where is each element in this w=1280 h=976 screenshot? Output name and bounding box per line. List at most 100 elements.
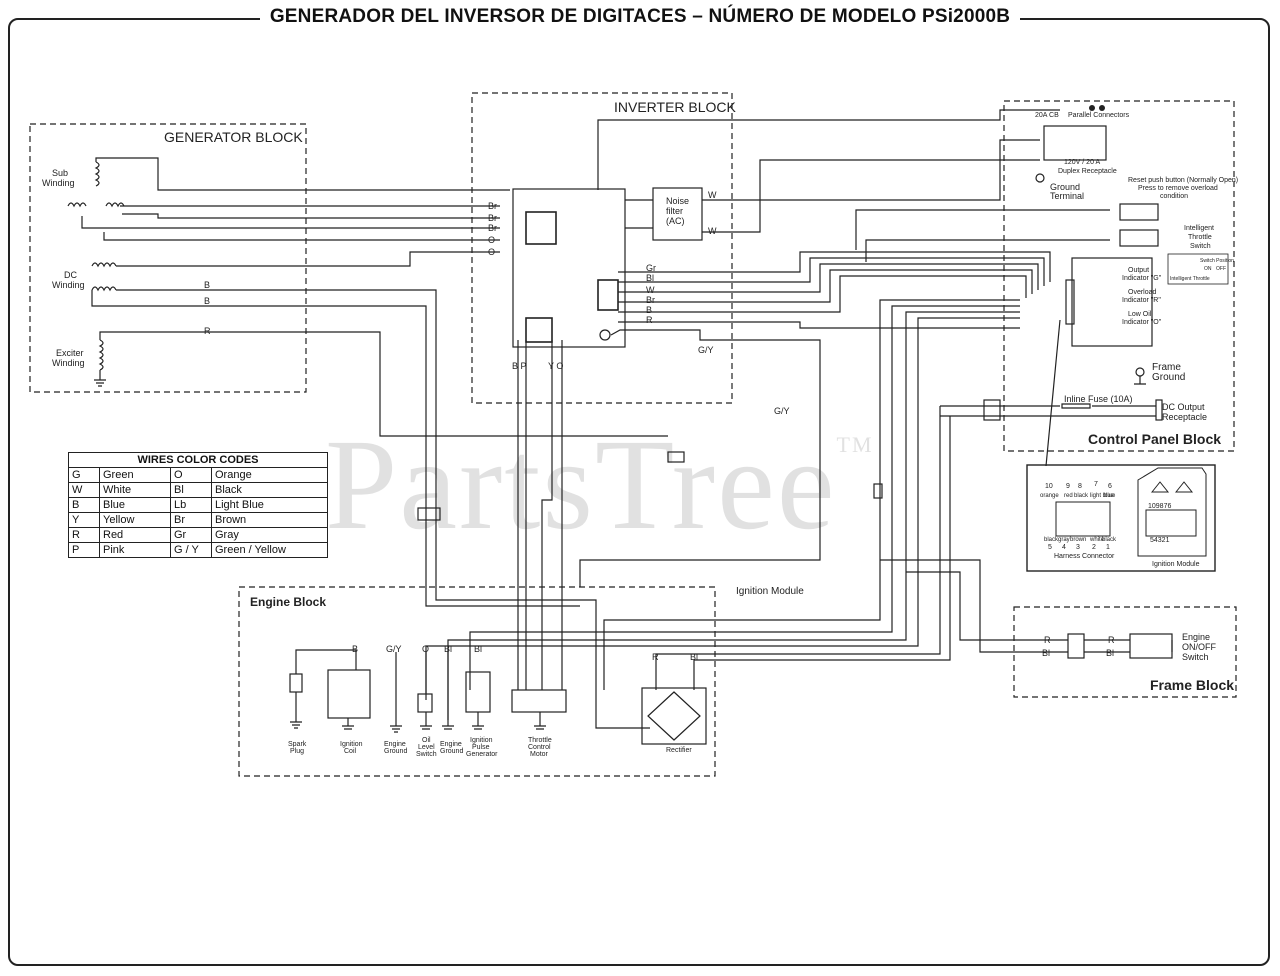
ground-terminal [1035,173,1045,183]
pulse-generator-label-1: Ignition [470,737,493,744]
wire-w [618,263,1039,293]
switch-on-label: OFF [1216,266,1226,272]
wire-code: Gr [170,527,212,543]
wire-y-down [541,340,553,690]
ignition-coil-label-1: Ignition [340,741,363,748]
wire-frame-bl [880,559,1068,653]
harness-top-col-4: light blue [1090,493,1115,499]
wire-label-r: R [646,315,653,325]
watermark-text: PartsTree [325,413,837,557]
exciter-winding-label-1: Exciter [56,348,84,358]
ignition-coil-lines [342,650,357,730]
harness-top-num-3: 8 [1078,483,1082,490]
rectifier-box [641,687,707,745]
inline-connector-gy [873,483,883,499]
wire-o-1 [103,232,500,241]
wire-code: R [68,527,100,543]
wire-label-br2: Br [488,213,497,223]
indicator-panel [1071,257,1153,347]
engine-switch-label-1: Engine [1182,632,1210,642]
pulse-generator-lines [472,712,484,730]
engine-switch-label-2: ON/OFF [1182,642,1216,652]
wire-label-gr: Gr [646,263,656,273]
engine-wire-bl2: Bl [474,644,482,654]
engine-ground-2-label-1: Engine [440,741,462,748]
wire-color: Green [99,467,171,483]
ignition-module-nums-bot: 54321 [1150,537,1170,544]
wire-label-br: Br [646,295,655,305]
harness-top-num-1: 10 [1045,483,1053,490]
engine-switch-label-3: Switch [1182,652,1209,662]
engine-block-outline [238,586,716,777]
throttle-motor-box [511,689,567,713]
harness-bot-num-3: 3 [1076,544,1080,551]
watermark-tm: TM [836,432,874,457]
wire-color: Pink [99,542,171,558]
frame-switch-wires [1084,639,1173,653]
harness-bot-col-2: gray [1058,537,1070,543]
harness-top-col-2: red [1064,493,1073,499]
oil-switch-label-2: Level [418,744,435,751]
throttle-motor-label-2: Control [528,744,551,751]
wire-b-2 [91,290,580,607]
oil-switch-label-3: Switch [416,751,437,758]
wire-label-br3: Br [488,223,497,233]
panel-harness-plug [1065,279,1075,325]
throttle-switch-label-3: Switch [1190,243,1211,250]
frame-wire-bl1: Bl [1042,648,1050,658]
harness-bot-num-4: 2 [1092,544,1096,551]
inverter-board [512,188,626,348]
pulse-generator-label-2: Pulse [472,744,490,751]
sub-winding-label-2: Winding [42,178,75,188]
switch-off-label: ON [1204,266,1212,272]
ignition-module-label: Ignition Module [736,586,804,597]
wire-frame-r [906,571,1068,641]
sub-winding-label-1: Sub [52,168,68,178]
harness-bot-col-3: brown [1070,537,1086,543]
wire-br-3 [81,216,500,229]
harness-bot-num-2: 4 [1062,544,1066,551]
overload-indicator-label-1: Overload [1128,289,1157,296]
inverter-connector-2 [597,279,619,311]
engine-ground-2-label-2: Ground [440,748,463,755]
reset-label-2: Press to remove overload [1138,185,1218,192]
duplex-label-2: Duplex Receptacle [1058,168,1117,175]
wire-code-row: R Red Gr Gray [68,527,328,543]
wire-r-1 [99,331,668,437]
wire-color: Light Blue [211,497,328,513]
wire-code: O [170,467,212,483]
dc-connector [983,399,1001,421]
harness-top-col-1: orange [1040,493,1059,499]
exciter-winding-coil [94,339,106,387]
control-panel-block-title: Control Panel Block [1088,431,1221,447]
oil-switch-label-1: Oil [422,737,431,744]
wire-label-o2: O [488,247,495,257]
wire-bus-5 [655,406,941,690]
inverter-connector-3 [525,317,553,343]
wire-label-b: B [646,305,652,315]
ignition-coil-box [327,669,371,719]
ground-terminal-label-2: Terminal [1050,191,1084,201]
wire-bus-3 [447,311,1020,720]
wire-label-yo: Y O [548,361,563,371]
wire-label-br1: Br [488,201,497,211]
wire-label-gy1: G/Y [698,345,714,355]
wire-code: W [68,482,100,498]
wire-color: Yellow [99,512,171,528]
spark-plug-label-1: Spark [288,741,307,748]
harness-bot-col-1: black [1044,537,1059,543]
wire-gr [618,251,1051,282]
wire-code: Y [68,512,100,528]
low-oil-indicator-label-1: Low Oil [1128,311,1152,318]
noise-filter-label-2: filter [666,206,683,216]
inverter-block-title: INVERTER BLOCK [614,99,737,115]
wire-label-b2: B [204,296,210,306]
dc-winding-label-1: DC [64,270,77,280]
wire-code: Br [170,512,212,528]
oil-switch-box [417,693,433,713]
wire-color-codes-table: WIRES COLOR CODES G Green O Orange W Whi… [68,452,328,558]
wire-gy-board [579,329,821,587]
rectifier-diamond [647,691,701,741]
ignition-module-pins [1145,509,1197,537]
inverter-connector-1 [525,211,557,245]
